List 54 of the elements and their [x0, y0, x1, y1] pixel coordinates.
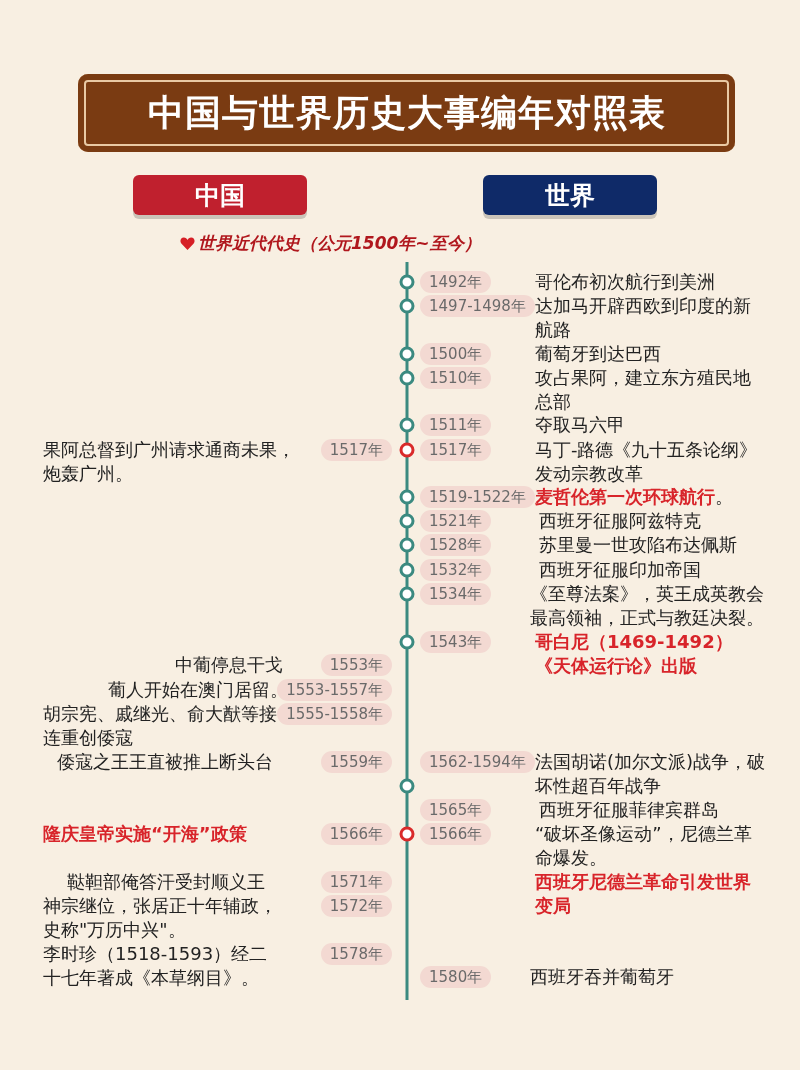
- event-text: 《至尊法案》，英王成英教会最高领袖，正式与教廷决裂。: [530, 582, 765, 630]
- year-pill: 1580年: [420, 966, 492, 988]
- event-text: 隆庆皇帝实施“开海”政策: [43, 822, 248, 846]
- event-text: 中葡停息干戈: [174, 653, 283, 677]
- event-text: 法国胡诺(加尔文派)战争，破坏性超百年战争: [535, 750, 767, 798]
- year-pill: 1559年: [320, 751, 392, 773]
- header-tab: 世界: [483, 175, 657, 215]
- event-text: 马丁-路德《九十五条论纲》发动宗教改革: [535, 438, 759, 486]
- event-text: 西班牙征服菲律宾群岛: [539, 798, 720, 822]
- event-text: 哥白尼（1469-1492）《天体运行论》出版: [535, 630, 734, 678]
- event-text: 倭寇之王王直被推上断头台: [57, 750, 274, 774]
- year-pill: 1519-1522年: [420, 486, 535, 508]
- year-pill: 1562-1594年: [420, 751, 535, 773]
- year-pill: 1566年: [320, 823, 392, 845]
- year-pill: 1571年: [320, 871, 392, 893]
- event-text: 神宗继位，张居正十年辅政，史称"万历中兴"。: [43, 894, 278, 942]
- year-pill: 1528年: [420, 534, 492, 556]
- subtitle: 世界近代代史（公元1500年~至今）: [198, 232, 481, 255]
- year-pill: 1572年: [320, 895, 392, 917]
- event-text: 西班牙征服印加帝国: [539, 558, 702, 582]
- header-tab: 中国: [133, 175, 307, 215]
- event-text: 麦哲伦第一次环球航行。: [535, 485, 734, 509]
- event-text: 达加马开辟西欧到印度的新航路: [535, 294, 752, 342]
- year-pill: 1532年: [420, 559, 492, 581]
- event-text: 夺取马六甲: [535, 413, 626, 437]
- event-text: 哥伦布初次航行到美洲: [535, 270, 716, 294]
- event-text: 李时珍（1518-1593）经二十七年著成《本草纲目》。: [43, 942, 269, 990]
- event-text: “破坏圣像运动”，尼德兰革命爆发。: [535, 822, 753, 870]
- year-pill: 1492年: [420, 271, 492, 293]
- year-pill: 1553年: [320, 654, 392, 676]
- year-pill: 1566年: [420, 823, 492, 845]
- year-pill: 1534年: [420, 583, 492, 605]
- year-pill: 1500年: [420, 343, 492, 365]
- year-pill: 1578年: [320, 943, 392, 965]
- event-text: 攻占果阿，建立东方殖民地总部: [535, 366, 752, 414]
- event-text: 胡宗宪、戚继光、俞大猷等接连重创倭寇: [43, 702, 278, 750]
- year-pill: 1517年: [420, 439, 492, 461]
- year-pill: 1511年: [420, 414, 492, 436]
- event-text: 西班牙征服阿兹特克: [539, 509, 702, 533]
- year-pill: 1521年: [420, 510, 492, 532]
- year-pill: 1543年: [420, 631, 492, 653]
- year-pill: 1553-1557年: [277, 679, 392, 701]
- year-pill: 1517年: [320, 439, 392, 461]
- event-text: 苏里曼一世攻陷布达佩斯: [539, 533, 738, 557]
- title-banner: 中国与世界历史大事编年对照表: [78, 74, 735, 152]
- event-text: 西班牙吞并葡萄牙: [530, 965, 675, 989]
- year-pill: 1510年: [420, 367, 492, 389]
- event-text: 果阿总督到广州请求通商未果，炮轰广州。: [43, 438, 296, 486]
- year-pill: 1565年: [420, 799, 492, 821]
- event-text: 西班牙尼德兰革命引发世界变局: [535, 870, 752, 918]
- year-pill: 1497-1498年: [420, 295, 535, 317]
- event-text: 葡萄牙到达巴西: [535, 342, 662, 366]
- event-text: 鞑靼部俺答汗受封顺义王: [67, 870, 266, 894]
- year-pill: 1555-1558年: [277, 703, 392, 725]
